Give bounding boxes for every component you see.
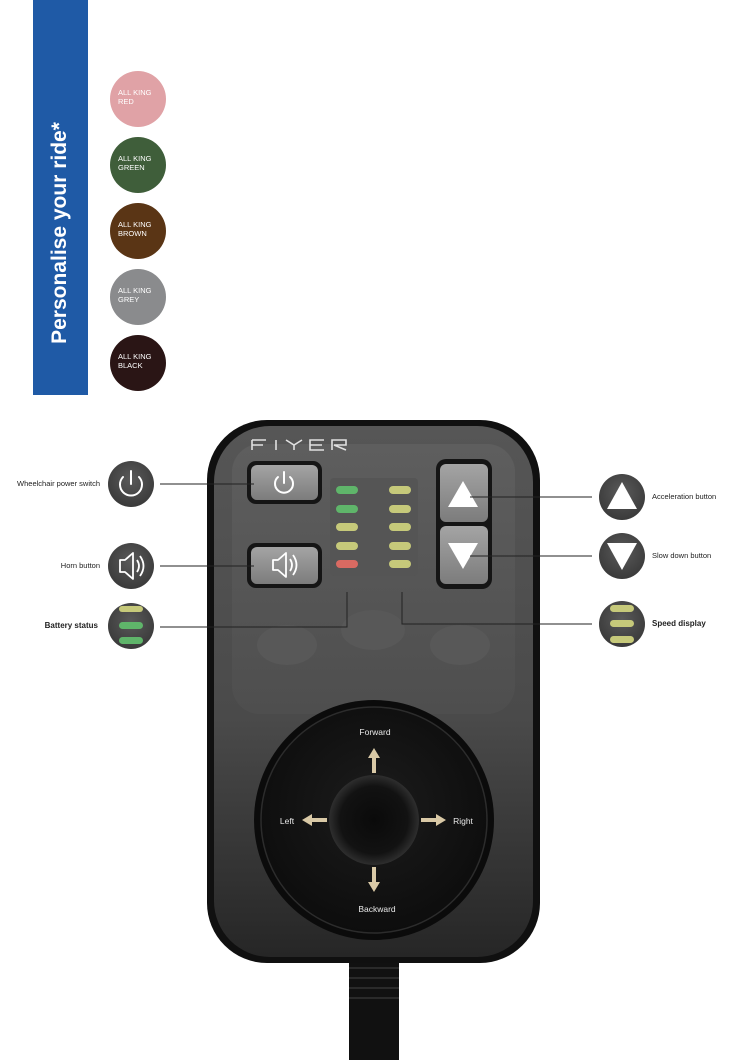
swatch-black[interactable]: ALL KING BLACK: [110, 335, 166, 391]
panel-bumps: [257, 610, 490, 665]
swatch-label-line1: ALL KING: [118, 88, 152, 97]
speed-display-label: Speed display: [652, 619, 706, 628]
swatch-label-line2: GREEN: [118, 163, 145, 172]
speed-led: [389, 505, 411, 513]
brand-logo: [251, 439, 347, 451]
direction-arrows: [302, 748, 446, 892]
callout-lines: [160, 483, 592, 628]
horn-button-label: Horn button: [60, 561, 100, 570]
left-label: Left: [279, 816, 295, 826]
swatch-brown[interactable]: ALL KING BROWN: [110, 203, 166, 259]
horn-callout-icon: [108, 543, 154, 589]
backward-label: Backward: [358, 904, 396, 914]
battery-callout-leds: [119, 606, 143, 644]
swatch-label-line1: ALL KING: [118, 220, 152, 229]
down-arrow-icon: [448, 543, 478, 569]
battery-leds: [336, 486, 358, 568]
speaker-icon: [119, 552, 145, 580]
swatch-label-line1: ALL KING: [118, 352, 152, 361]
horn-button[interactable]: [251, 547, 318, 584]
power-icon: [274, 471, 294, 494]
power-icon: [119, 470, 143, 497]
speed-led: [389, 486, 411, 494]
down-arrow-icon: [607, 543, 637, 570]
swatch-label-line2: BROWN: [118, 229, 147, 238]
right-label: Right: [453, 816, 473, 826]
battery-led: [336, 523, 358, 531]
led-display: [330, 478, 418, 576]
slow-down-button-label: Slow down button: [652, 551, 712, 560]
joystick-stick[interactable]: [329, 775, 419, 865]
battery-led: [336, 560, 358, 568]
acceleration-button-label: Acceleration button: [652, 492, 717, 501]
battery-led: [336, 505, 358, 513]
swatch-label-line2: BLACK: [118, 361, 143, 370]
speaker-icon: [272, 552, 298, 578]
speed-callout-leds: [610, 605, 634, 643]
speed-led: [389, 560, 411, 568]
battery-led: [336, 542, 358, 550]
up-arrow-icon: [448, 481, 478, 507]
swatch-red[interactable]: ALL KING RED: [110, 71, 166, 127]
speed-leds: [389, 486, 411, 568]
speed-led: [389, 523, 411, 531]
power-switch-label: Wheelchair power switch: [17, 479, 100, 488]
swatch-grey[interactable]: ALL KING GREY: [110, 269, 166, 325]
up-arrow-icon: [607, 482, 637, 509]
battery-led: [336, 486, 358, 494]
cable: [349, 955, 399, 1060]
swatch-green[interactable]: ALL KING GREEN: [110, 137, 166, 193]
side-banner: [33, 0, 88, 395]
forward-label: Forward: [359, 727, 391, 737]
swatch-label-line1: ALL KING: [118, 286, 152, 295]
cable-ribs: [349, 967, 399, 999]
speed-led: [389, 542, 411, 550]
swatch-label-line2: RED: [118, 97, 134, 106]
battery-status-label: Battery status: [44, 621, 98, 630]
swatch-label-line2: GREY: [118, 295, 140, 304]
swatch-label-line1: ALL KING: [118, 154, 152, 163]
